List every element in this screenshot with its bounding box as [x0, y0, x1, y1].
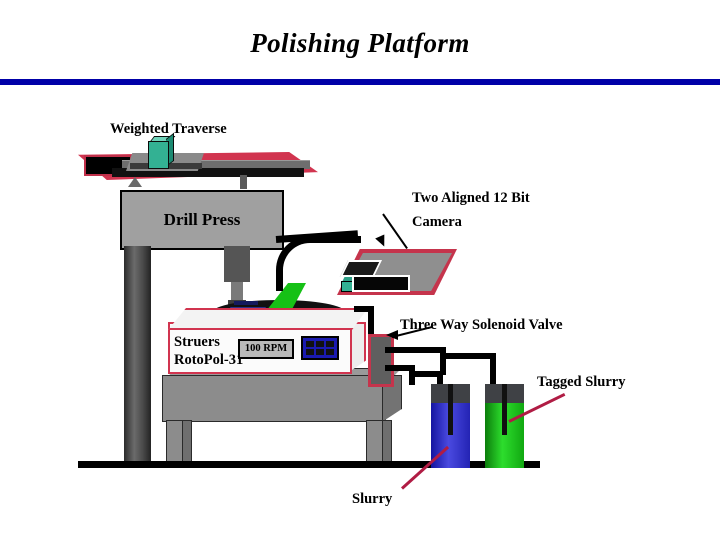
camera-body-lower — [352, 275, 410, 292]
specimen-holder-top — [234, 301, 258, 307]
keypad-key[interactable] — [306, 349, 314, 355]
keypad-key[interactable] — [326, 349, 334, 355]
floor-line — [78, 461, 540, 468]
drill-press-head: Drill Press — [120, 190, 284, 250]
solenoid-valve-label: Three Way Solenoid Valve — [400, 317, 563, 333]
weighted-traverse-label: Weighted Traverse — [110, 121, 227, 137]
keypad-key[interactable] — [306, 341, 314, 347]
traverse-support-right — [240, 175, 247, 189]
rotopol-keypad[interactable] — [301, 336, 339, 360]
weight-cube — [148, 141, 169, 169]
slurry-label: Slurry — [352, 491, 393, 507]
pipe-valve-feed-horizontal — [354, 306, 374, 312]
pipe-to-tagged-slurry-cross — [440, 353, 496, 359]
pipe-to-tagged-slurry-run — [440, 347, 446, 375]
traverse-rail — [112, 168, 304, 177]
container-slurry-dip-tube — [448, 403, 453, 435]
pipe-to-slurry-drop — [437, 371, 443, 385]
tagged-slurry-label: Tagged Slurry — [537, 374, 626, 390]
container-slurry-cap-slot — [448, 384, 453, 403]
pipe-to-tagged-slurry-drop — [490, 353, 496, 385]
three-way-solenoid-valve[interactable] — [368, 334, 394, 387]
keypad-key[interactable] — [316, 349, 324, 355]
rotopol-brand-label: Struers — [174, 334, 220, 350]
valve-leader-arrowhead — [386, 330, 398, 340]
traverse-rail-top — [122, 160, 310, 169]
container-tagged-slurry-cap-slot — [502, 384, 507, 403]
traverse-support-left — [128, 177, 142, 187]
drill-press-column — [124, 246, 151, 461]
page-title: Polishing Platform — [250, 28, 470, 58]
drill-spindle-housing — [224, 246, 250, 282]
table-front-face — [162, 375, 386, 422]
keypad-key[interactable] — [326, 341, 334, 347]
title-divider-rule — [0, 79, 720, 85]
rotopol-model-label: RotoPol-31 — [174, 352, 244, 368]
keypad-key[interactable] — [316, 341, 324, 347]
pipe-valve-outlet-upper — [385, 347, 445, 353]
rotopol-top-deck — [168, 308, 368, 330]
table-leg-left-inner — [182, 420, 192, 464]
camera-label-line2: Camera — [412, 214, 462, 230]
camera-leader-arrowhead — [375, 234, 389, 249]
drill-spindle-shaft — [231, 282, 243, 304]
camera-label-line1: Two Aligned 12 Bit — [412, 190, 530, 206]
pipe-valve-feed-vertical — [368, 306, 374, 336]
pipe-valve-outlet-lower — [385, 365, 415, 371]
table-leg-right-inner — [382, 420, 392, 464]
pipe-to-slurry-cross — [409, 371, 439, 377]
container-tagged-slurry-dip-tube — [502, 403, 507, 435]
rpm-display: 100 RPM — [238, 339, 294, 359]
